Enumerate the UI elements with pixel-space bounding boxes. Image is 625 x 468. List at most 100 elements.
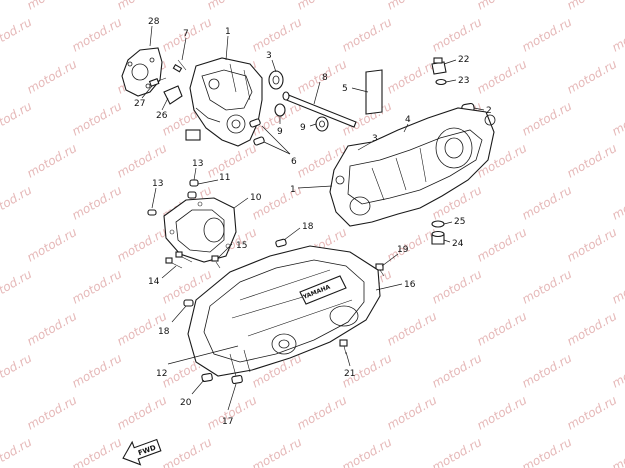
part-14-screws bbox=[165, 251, 193, 269]
watermark-text: motod.ru bbox=[520, 351, 575, 391]
part-1-crankcase-right bbox=[329, 107, 496, 227]
callout-9-a: 9 bbox=[277, 127, 283, 137]
watermark-text: motod.ru bbox=[520, 435, 575, 468]
callout-22: 22 bbox=[458, 55, 469, 65]
callout-9-b: 9 bbox=[300, 123, 306, 133]
watermark-text: motod.ru bbox=[565, 225, 620, 265]
part-23-o-ring bbox=[435, 78, 447, 86]
callout-27: 27 bbox=[134, 99, 145, 109]
callout-14: 14 bbox=[148, 277, 160, 287]
watermark-text: motod.ru bbox=[610, 99, 625, 139]
callout-17: 17 bbox=[222, 417, 233, 427]
watermark-text: motod.ru bbox=[340, 435, 395, 468]
part-6-dowel-pins bbox=[249, 118, 265, 146]
callout-24: 24 bbox=[452, 239, 464, 249]
callout-21: 21 bbox=[344, 369, 355, 379]
part-28-gasket-plate bbox=[121, 47, 163, 97]
part-20-dowel bbox=[201, 372, 213, 383]
fwd-arrow: FWD bbox=[122, 438, 162, 466]
part-26-bracket bbox=[163, 85, 183, 105]
watermark-text: motod.ru bbox=[0, 99, 35, 139]
callout-23: 23 bbox=[458, 76, 469, 86]
watermark-text: motod.ru bbox=[0, 351, 35, 391]
watermark-text: motod.ru bbox=[115, 225, 170, 265]
callout-15: 15 bbox=[236, 241, 247, 251]
watermark-text: motod.ru bbox=[0, 183, 35, 223]
watermark-text: motod.ru bbox=[430, 267, 485, 307]
callout-26: 26 bbox=[156, 111, 168, 121]
watermark-text: motod.ru bbox=[205, 0, 260, 13]
watermark-text: motod.ru bbox=[475, 57, 530, 97]
part-5-plate bbox=[365, 69, 383, 115]
part-9-oil-seal-b bbox=[315, 116, 329, 132]
watermark-text: motod.ru bbox=[295, 393, 350, 433]
callout-labels: 28 7 1 3 8 5 22 23 2 27 26 9 9 3 4 6 1 1… bbox=[134, 17, 492, 427]
watermark-text: motod.ru bbox=[610, 183, 625, 223]
watermark-text: motod.ru bbox=[115, 0, 170, 13]
callout-5: 5 bbox=[342, 84, 348, 94]
watermark-text: motod.ru bbox=[340, 15, 395, 55]
watermark-text: motod.ru bbox=[0, 267, 35, 307]
callout-18-lower: 18 bbox=[158, 327, 170, 337]
watermark-text: motod.ru bbox=[520, 267, 575, 307]
watermark-text: motod.ru bbox=[160, 435, 215, 468]
watermark-text: motod.ru bbox=[25, 225, 80, 265]
watermark-text: motod.ru bbox=[385, 393, 440, 433]
part-9-oil-seal-a bbox=[274, 103, 286, 117]
callout-25: 25 bbox=[454, 217, 465, 227]
callout-10: 10 bbox=[250, 193, 262, 203]
part-10-cover bbox=[163, 197, 237, 263]
watermark-text: motod.ru bbox=[430, 15, 485, 55]
callout-28: 28 bbox=[148, 17, 160, 27]
part-7-bolt bbox=[172, 59, 187, 73]
watermark-text: motod.ru bbox=[610, 267, 625, 307]
part-8-shaft bbox=[282, 91, 357, 128]
callout-18-upper: 18 bbox=[302, 222, 314, 232]
part-13-pin-upper bbox=[187, 191, 197, 199]
watermark-text: motod.ru bbox=[70, 351, 125, 391]
watermark-text: motod.ru bbox=[610, 15, 625, 55]
watermark-text: motod.ru bbox=[430, 435, 485, 468]
watermark-text: motod.ru bbox=[520, 183, 575, 223]
watermark-text: motod.ru bbox=[565, 309, 620, 349]
watermark-text: motod.ru bbox=[385, 57, 440, 97]
watermark-text: motod.ru bbox=[565, 141, 620, 181]
watermark-text: motod.ru bbox=[70, 15, 125, 55]
callout-13-upper: 13 bbox=[192, 159, 203, 169]
watermark-text: motod.ru bbox=[565, 0, 620, 13]
watermark-text: motod.ru bbox=[115, 393, 170, 433]
watermark-text: motod.ru bbox=[385, 225, 440, 265]
watermark-text: motod.ru bbox=[610, 435, 625, 468]
callout-19: 19 bbox=[397, 245, 409, 255]
watermark-text: motod.ru bbox=[70, 99, 125, 139]
watermark-text: motod.ru bbox=[0, 15, 35, 55]
watermark-text: motod.ru bbox=[25, 57, 80, 97]
watermark-text: motod.ru bbox=[475, 225, 530, 265]
part-18-dowel-lower bbox=[183, 299, 194, 307]
watermark-text: motod.ru bbox=[0, 435, 35, 468]
watermark-text: motod.ru bbox=[610, 351, 625, 391]
callout-20: 20 bbox=[180, 398, 192, 408]
part-17-dowel bbox=[231, 374, 243, 385]
part-11-pin bbox=[189, 179, 199, 187]
watermark-text: motod.ru bbox=[25, 0, 80, 13]
watermark-text: motod.ru bbox=[205, 141, 260, 181]
leader-lines bbox=[141, 25, 485, 411]
callout-16: 16 bbox=[404, 280, 416, 290]
watermark-text: motod.ru bbox=[250, 435, 305, 468]
part-16-crankcase-cover: YAMAHA bbox=[187, 245, 381, 377]
part-15-screw bbox=[211, 255, 221, 269]
watermark-text: motod.ru bbox=[295, 0, 350, 13]
watermark-text: motod.ru bbox=[430, 351, 485, 391]
watermark-text: motod.ru bbox=[25, 393, 80, 433]
callout-6: 6 bbox=[291, 157, 297, 167]
part-3-bearing-top bbox=[268, 70, 284, 90]
part-19-bolt bbox=[375, 263, 385, 277]
callout-11: 11 bbox=[219, 173, 230, 183]
callout-1-left: 1 bbox=[225, 27, 231, 37]
callout-1-right: 1 bbox=[290, 185, 296, 195]
watermark-text: motod.ru bbox=[385, 0, 440, 13]
callout-7: 7 bbox=[183, 29, 189, 39]
callout-13-left: 13 bbox=[152, 179, 163, 189]
callout-4: 4 bbox=[405, 115, 411, 125]
